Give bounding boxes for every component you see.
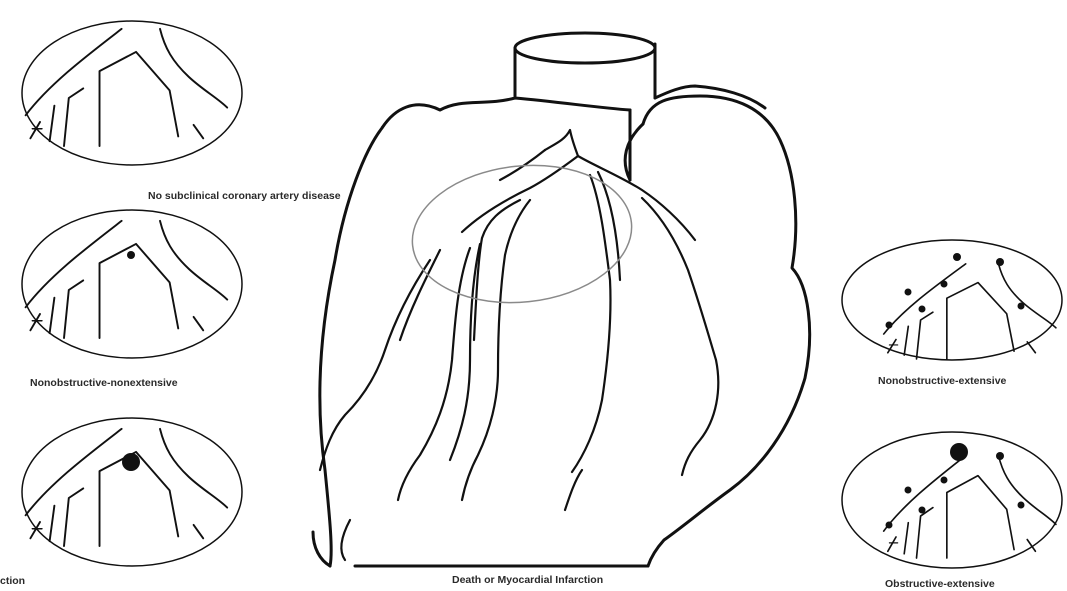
plaque-small (127, 251, 135, 259)
plaque-large (122, 453, 140, 471)
label-no-subclinical-cad: No subclinical coronary artery disease (148, 190, 341, 202)
vessel-panel-nonobstructive-extensive (842, 240, 1062, 360)
label-obstructive-partial: ction (0, 575, 25, 587)
vessel-panel-none (22, 21, 242, 165)
label-nonobstructive-extensive: Nonobstructive-extensive (878, 375, 1006, 387)
heart-illustration (313, 33, 810, 566)
label-death-or-mi: Death or Myocardial Infarction (452, 574, 603, 586)
label-obstructive-extensive: Obstructive-extensive (885, 578, 995, 590)
label-nonobstructive-nonextensive: Nonobstructive-nonextensive (30, 377, 178, 389)
vessel-panel-nonobstructive-nonextensive (22, 210, 242, 358)
vessel-panel-obstructive-partial (22, 418, 242, 566)
vessel-panel-obstructive-extensive (842, 432, 1062, 568)
heart-arteries (320, 130, 718, 560)
